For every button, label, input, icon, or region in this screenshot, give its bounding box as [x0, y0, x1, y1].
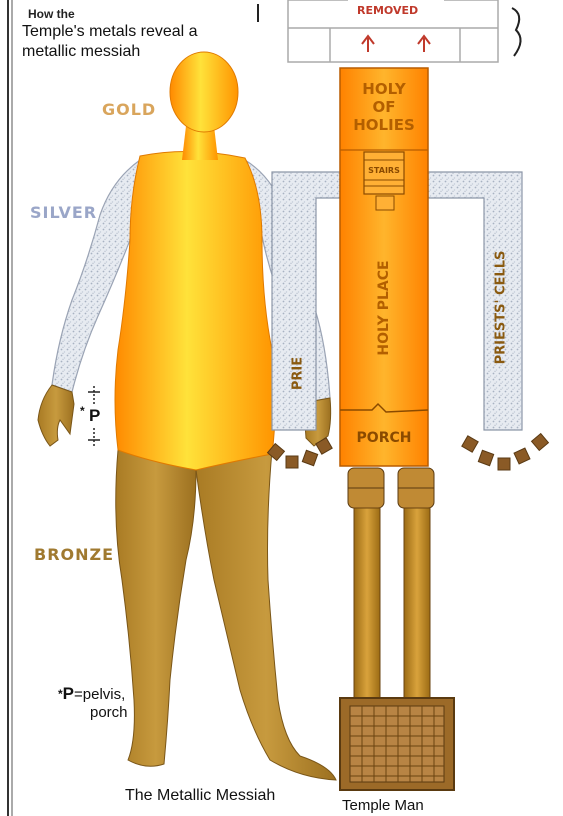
holy-of-holies-line2: OF [340, 98, 428, 116]
stairs-label: STAIRS [364, 166, 404, 175]
temple-man-caption: Temple Man [342, 797, 424, 814]
pelvis-note-letter: P [63, 684, 74, 703]
header-small-title: How the [28, 7, 75, 21]
bronze-label: BRONZE [34, 545, 114, 564]
pelvis-footnote: *P=pelvis, porch [58, 685, 128, 722]
header-title-line2: metallic messiah [22, 42, 140, 62]
messiah-caption: The Metallic Messiah [125, 787, 275, 805]
pelvis-marker-letter: P [89, 406, 100, 426]
altar-grid [350, 706, 444, 782]
pelvis-marker-star: * [80, 404, 85, 418]
porch-label: PORCH [340, 430, 428, 446]
stairs-step [376, 196, 394, 210]
pillar-right [404, 508, 430, 698]
silver-label: SILVER [30, 203, 97, 222]
holy-place-label: HOLY PLACE [376, 248, 392, 368]
priests-cells-left-label: PRIE [291, 344, 306, 404]
gold-label: GOLD [102, 100, 156, 119]
gold-torso [115, 151, 275, 470]
pillar-left [354, 508, 380, 698]
holy-of-holies-line1: HOLY [340, 80, 428, 98]
gold-head [170, 52, 238, 132]
pelvis-note-line2: porch [58, 704, 128, 721]
holy-of-holies-line3: HOLIES [340, 116, 428, 134]
header-title-line1: Temple's metals reveal a [22, 22, 198, 42]
pelvis-note-line1: =pelvis, [74, 686, 125, 703]
priests-cells-right-label: PRIESTS' CELLS [494, 243, 509, 373]
removed-label: REMOVED [357, 4, 418, 17]
